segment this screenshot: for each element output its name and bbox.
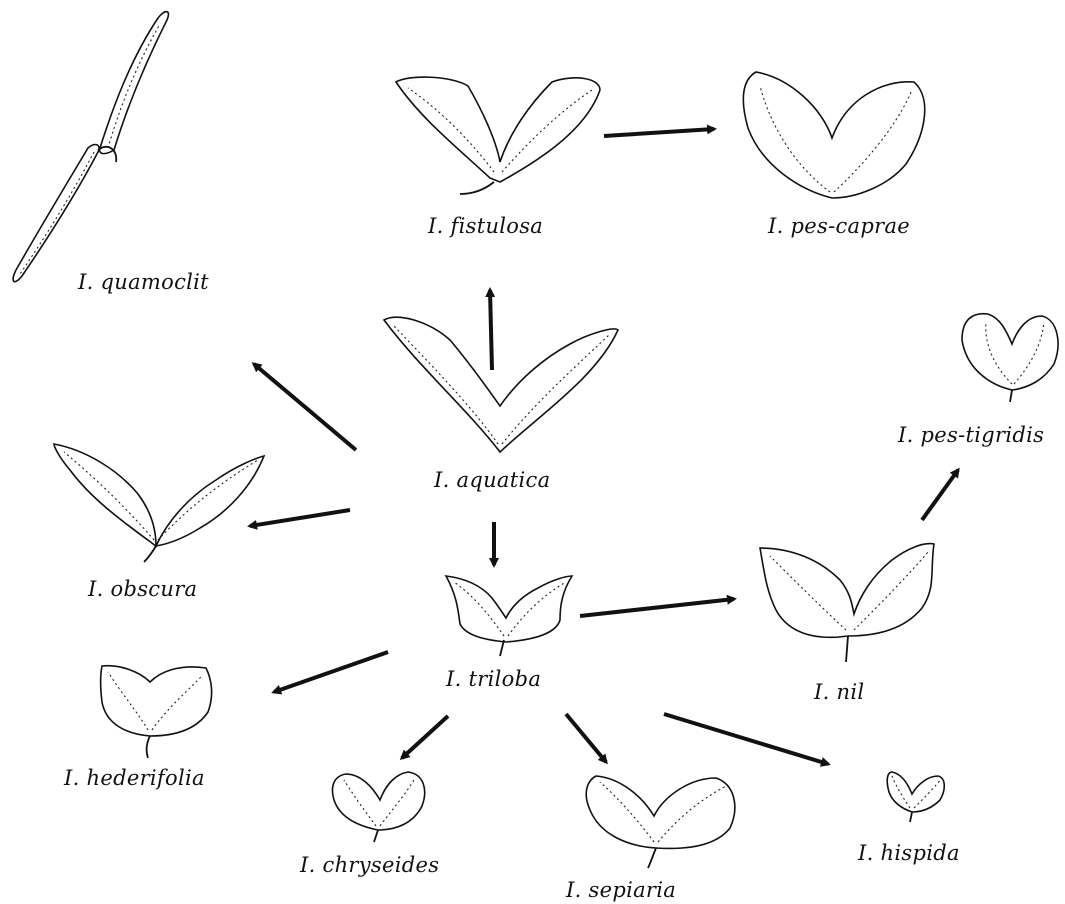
leaf-fistulosa	[396, 77, 600, 194]
arrow-nil-to-pes-tigridis	[922, 470, 958, 520]
leaf-pes-caprae	[743, 72, 924, 198]
arrow-triloba-to-hispida	[664, 714, 828, 764]
leaf-nil	[760, 544, 934, 662]
leaf-hispida	[887, 772, 944, 822]
leaf-quamoclit	[13, 12, 168, 282]
arrow-aquatica-to-quamoclit	[254, 364, 356, 450]
arrow-aquatica-to-fistulosa	[490, 290, 492, 370]
label-fistulosa: I. fistulosa	[428, 214, 543, 238]
arrow-triloba-to-chryseides	[402, 716, 448, 758]
label-chryseides: I. chryseides	[300, 853, 439, 877]
leaf-aquatica	[384, 317, 618, 452]
leaf-hederifolia	[101, 666, 212, 758]
leaf-triloba	[446, 576, 572, 656]
arrow-triloba-to-nil	[580, 599, 734, 616]
leaf-obscura	[54, 444, 264, 562]
arrow-triloba-to-hederifolia	[274, 652, 388, 692]
leaf-pes-tigridis	[962, 314, 1058, 402]
label-triloba: I. triloba	[446, 667, 541, 691]
label-aquatica: I. aquatica	[434, 468, 550, 492]
arrow-fistulosa-to-pes-caprae	[604, 129, 714, 136]
arrow-aquatica-to-obscura	[250, 510, 350, 526]
label-hederifolia: I. hederifolia	[64, 766, 205, 790]
arrow-triloba-to-sepiaria	[566, 714, 606, 762]
leaf-chryseides	[333, 772, 425, 842]
label-hispida: I. hispida	[858, 841, 960, 865]
leaf-sepiaria	[586, 776, 735, 868]
label-pes-tigridis: I. pes-tigridis	[898, 423, 1044, 447]
label-quamoclit: I. quamoclit	[78, 270, 209, 294]
label-sepiaria: I. sepiaria	[566, 878, 676, 902]
label-pes-caprae: I. pes-caprae	[768, 214, 910, 238]
label-obscura: I. obscura	[88, 577, 197, 601]
label-nil: I. nil	[814, 680, 864, 704]
